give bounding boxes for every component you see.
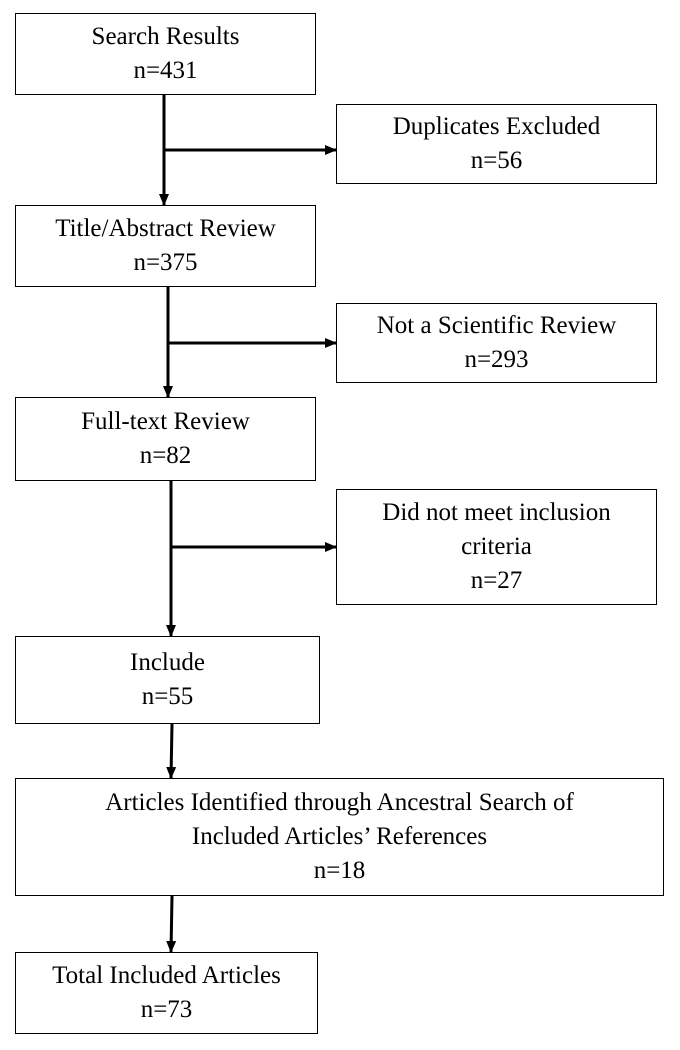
search-results-count: n=431 bbox=[133, 57, 198, 84]
title-abstract-review-count: n=375 bbox=[133, 249, 198, 276]
title-abstract-review-label: Title/Abstract Review bbox=[55, 215, 276, 242]
search-results-box: Search Results n=431 bbox=[15, 13, 316, 95]
not-scientific-review-count: n=293 bbox=[464, 346, 529, 373]
include-box: Include n=55 bbox=[15, 636, 320, 724]
duplicates-excluded-count: n=56 bbox=[470, 147, 523, 174]
arrow-include-to-ancestral bbox=[166, 723, 177, 779]
total-included-count: n=73 bbox=[140, 996, 193, 1023]
title-abstract-review-box: Title/Abstract Review n=375 bbox=[15, 205, 316, 287]
ancestral-search-count: n=18 bbox=[313, 857, 366, 884]
search-results-label: Search Results bbox=[91, 23, 240, 50]
duplicates-excluded-label: Duplicates Excluded bbox=[392, 113, 601, 140]
full-text-review-box: Full-text Review n=82 bbox=[15, 397, 316, 481]
full-text-review-label: Full-text Review bbox=[81, 408, 250, 435]
did-not-meet-criteria-label-line2: criteria bbox=[461, 533, 532, 560]
ancestral-search-label-line1: Articles Identified through Ancestral Se… bbox=[105, 789, 574, 816]
include-label: Include bbox=[130, 649, 205, 676]
total-included-label: Total Included Articles bbox=[52, 962, 281, 989]
total-included-box: Total Included Articles n=73 bbox=[15, 952, 318, 1034]
not-scientific-review-box: Not a Scientific Review n=293 bbox=[336, 303, 657, 383]
did-not-meet-criteria-label-line1: Did not meet inclusion bbox=[382, 499, 611, 526]
include-count: n=55 bbox=[141, 683, 194, 710]
did-not-meet-criteria-count: n=27 bbox=[470, 567, 523, 594]
arrow-ancestral-to-total bbox=[166, 895, 177, 953]
duplicates-excluded-box: Duplicates Excluded n=56 bbox=[336, 104, 657, 184]
not-scientific-review-label: Not a Scientific Review bbox=[376, 312, 617, 339]
ancestral-search-box: Articles Identified through Ancestral Se… bbox=[15, 778, 664, 896]
did-not-meet-criteria-box: Did not meet inclusion criteria n=27 bbox=[336, 489, 657, 605]
ancestral-search-label-line2: Included Articles’ References bbox=[191, 823, 488, 850]
full-text-review-count: n=82 bbox=[139, 442, 192, 469]
